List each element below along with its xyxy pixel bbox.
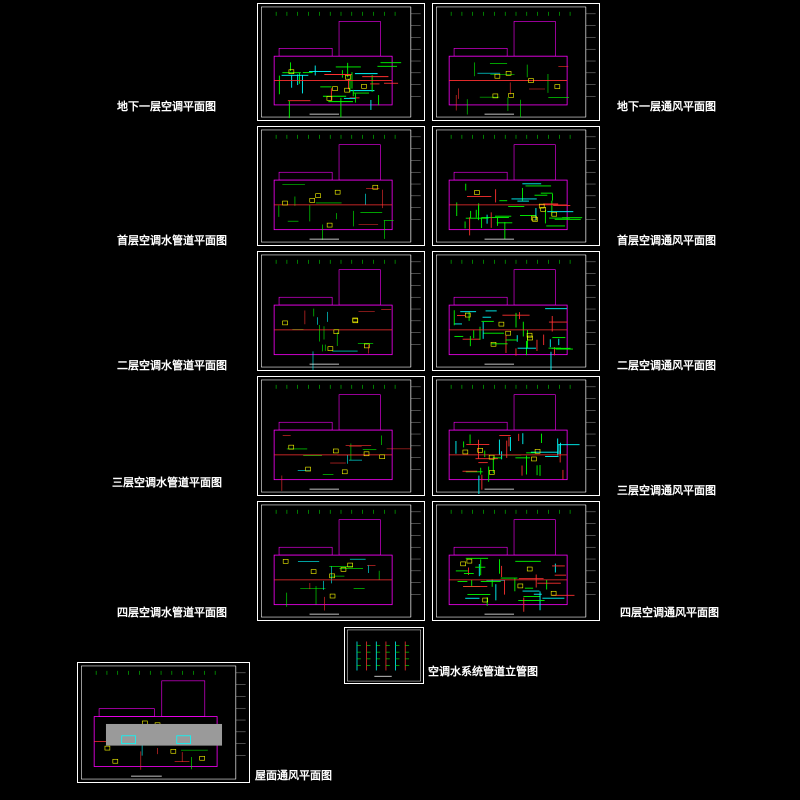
drawing-b1-vent (436, 6, 596, 118)
sheet-riser[interactable] (344, 627, 424, 684)
sheet-f1-vent[interactable] (432, 126, 600, 246)
sheet-f4-vent[interactable] (432, 501, 600, 621)
sheet-f4-water[interactable] (257, 501, 425, 621)
sheet-f1-water[interactable] (257, 126, 425, 246)
drawing-f4-vent (436, 504, 596, 618)
drawing-f2-water (261, 254, 421, 370)
sheet-label-b1-vent: 地下一层通风平面图 (617, 100, 716, 113)
sheet-label-f2-vent: 二层空调通风平面图 (617, 359, 716, 372)
sheet-label-f2-water: 二层空调水管道平面图 (117, 359, 227, 372)
sheet-label-f1-vent: 首层空调通风平面图 (617, 234, 716, 247)
sheet-label-b1-ac: 地下一层空调平面图 (117, 100, 216, 113)
drawing-f3-vent (436, 379, 596, 495)
drawing-f1-vent (436, 129, 596, 243)
sheet-f3-water[interactable] (257, 376, 425, 496)
sheet-b1-ac[interactable] (257, 3, 425, 121)
sheet-f2-water[interactable] (257, 251, 425, 371)
sheet-label-f3-vent: 三层空调通风平面图 (617, 484, 716, 497)
drawing-f4-water (261, 504, 421, 618)
drawing-b1-ac (261, 6, 421, 119)
sheet-roof-vent[interactable] (77, 662, 250, 783)
drawing-roof-vent (81, 665, 246, 780)
sheet-label-riser: 空调水系统管道立管图 (428, 665, 538, 678)
sheet-label-f1-water: 首层空调水管道平面图 (117, 234, 227, 247)
sheet-f3-vent[interactable] (432, 376, 600, 496)
drawing-f2-vent (436, 254, 596, 370)
drawing-riser (347, 629, 421, 682)
sheet-label-f4-vent: 四层空调通风平面图 (620, 606, 719, 619)
sheet-label-roof-vent: 屋面通风平面图 (255, 769, 332, 782)
drawing-f3-water (261, 379, 421, 493)
drawing-f1-water (261, 129, 421, 243)
sheet-f2-vent[interactable] (432, 251, 600, 371)
sheet-b1-vent[interactable] (432, 3, 600, 121)
sheet-label-f4-water: 四层空调水管道平面图 (117, 606, 227, 619)
sheet-label-f3-water: 三层空调水管道平面图 (112, 476, 222, 489)
